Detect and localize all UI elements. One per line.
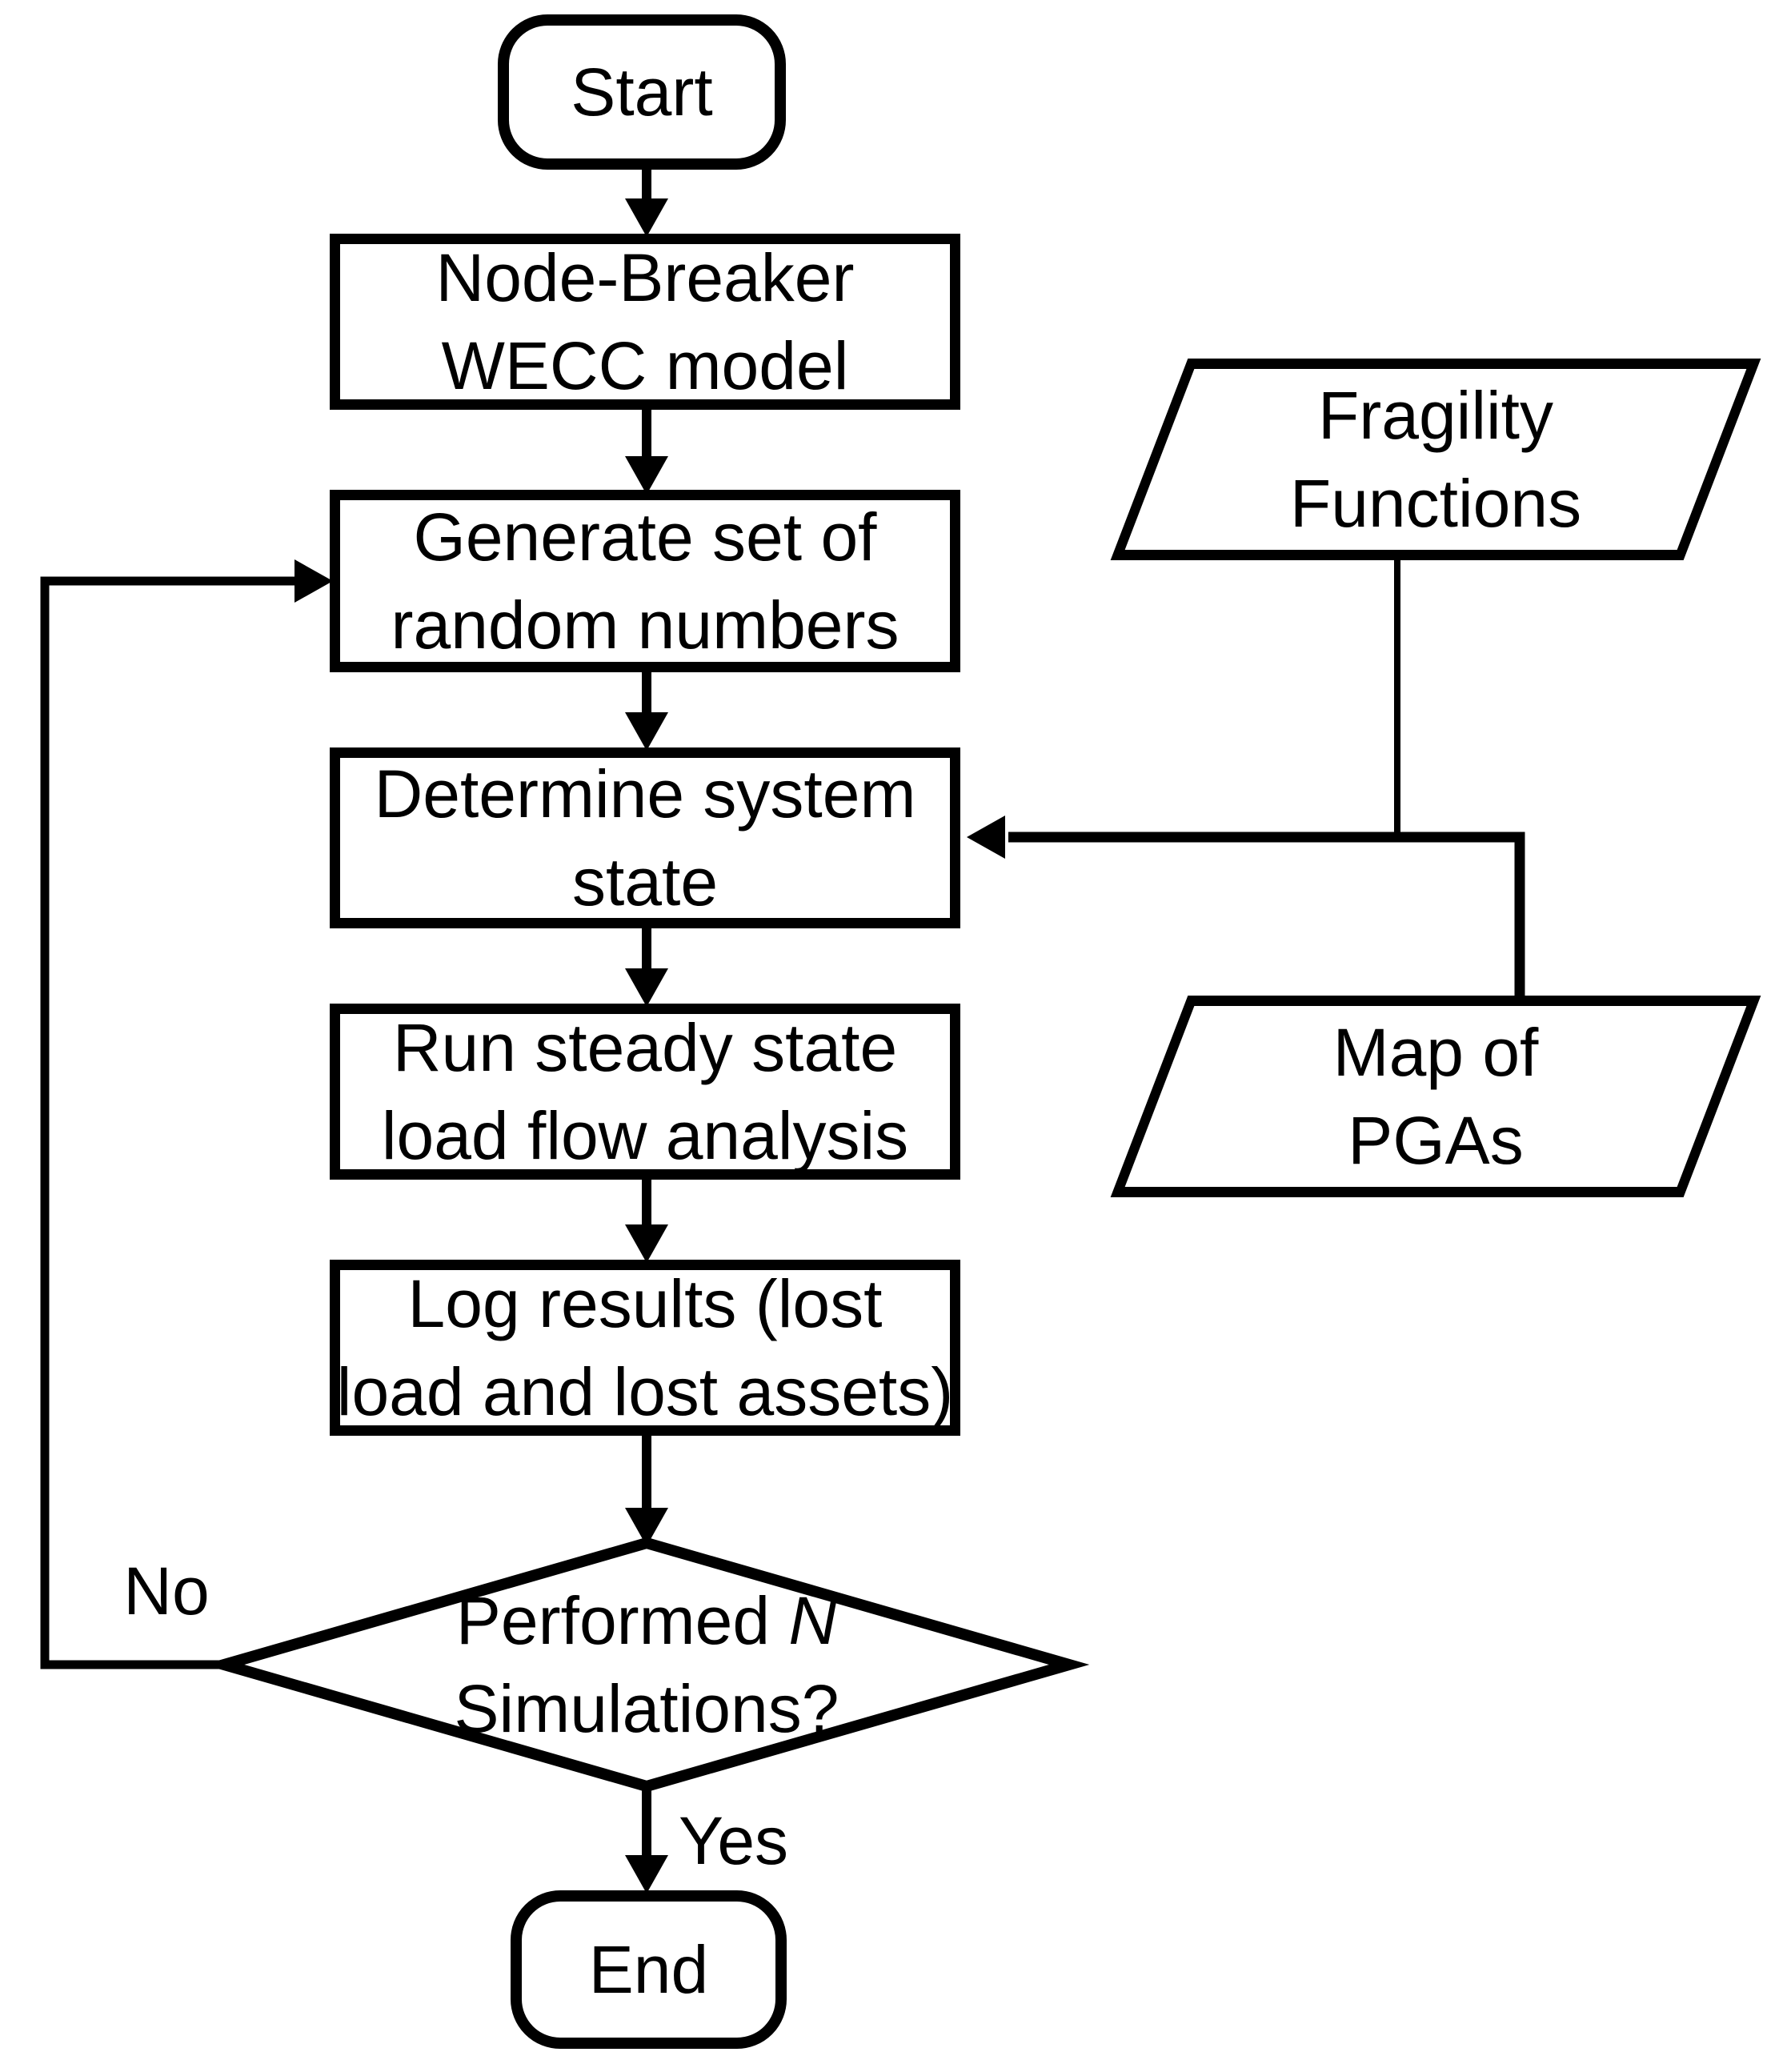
process-line: Run steady state [392, 1010, 898, 1085]
arrowhead-into-determine-right [967, 816, 1005, 859]
arrowhead-into-end [625, 1855, 668, 1894]
data-node-map-of-pgas: Map of PGAs [1110, 996, 1761, 1197]
process-line: Determine system [374, 756, 916, 832]
data-node-text: Map of PGAs [1160, 1008, 1712, 1184]
process-line: WECC model [441, 328, 849, 403]
process-determine-system-state: Determine system state [330, 747, 960, 928]
process-run-load-flow-analysis: Run steady state load flow analysis [330, 1004, 960, 1180]
arrowhead-into-loadflow [625, 968, 668, 1007]
decision-line-2: Simulations? [455, 1665, 839, 1753]
end-label: End [588, 1932, 709, 2007]
process-line: state [571, 844, 719, 920]
data-node-text: Fragility Functions [1160, 371, 1712, 547]
arrowhead-into-decision [625, 1508, 668, 1546]
end-node: End [511, 1890, 787, 2049]
connector-decision-no-loop [40, 576, 298, 1669]
decision-line-1: Performed N [456, 1577, 837, 1665]
process-line: Log results (lost [407, 1266, 883, 1341]
process-line: Generate set of [413, 499, 877, 575]
decision-text-normal: Simulations? [454, 1671, 839, 1746]
start-node: Start [498, 14, 786, 170]
process-generate-random-numbers: Generate set of random numbers [330, 490, 960, 672]
process-line: Node-Breaker [435, 240, 855, 315]
decision-label: Performed N Simulations? [327, 1583, 967, 1746]
edge-label-no: No [123, 1553, 210, 1629]
process-line: random numbers [391, 587, 900, 663]
decision-text-normal: Performed [455, 1583, 789, 1658]
start-label: Start [571, 54, 713, 130]
process-line: load and lost assets) [336, 1354, 954, 1429]
connector-mappgas-to-determine [1008, 832, 1525, 1002]
data-line: PGAs [1348, 1103, 1524, 1178]
arrowhead-into-generate-top [625, 456, 668, 495]
process-node-breaker-wecc-model: Node-Breaker WECC model [330, 234, 960, 410]
data-line: Map of [1332, 1015, 1539, 1090]
decision-diamond [203, 1537, 1090, 1793]
process-line: load flow analysis [381, 1098, 909, 1173]
data-line: Fragility [1317, 378, 1554, 453]
decision-text-italic-n: N [788, 1583, 838, 1658]
edge-label-yes: Yes [679, 1803, 789, 1878]
arrowhead-into-logresults [625, 1224, 668, 1263]
data-line: Functions [1289, 466, 1582, 541]
arrowhead-no-loop-into-generate [294, 559, 333, 603]
data-node-fragility-functions: Fragility Functions [1110, 359, 1761, 560]
process-log-results: Log results (lost load and lost assets) [330, 1260, 960, 1436]
arrowhead-into-nodebreaker [625, 198, 668, 237]
arrowhead-into-determine-top [625, 712, 668, 751]
